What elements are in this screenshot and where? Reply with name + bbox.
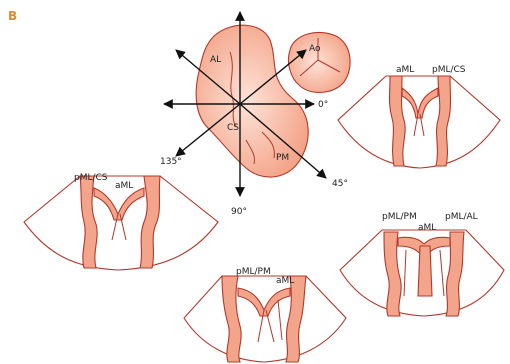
- label-bottom-right-mid: aML: [418, 223, 436, 233]
- label-top-right-left: aML: [396, 65, 414, 75]
- label-al: AL: [210, 55, 221, 65]
- echo-view-bottom-right: pML/PM aML pML/AL: [340, 212, 504, 316]
- label-bottom-center-left: pML/PM: [236, 267, 271, 277]
- sector-bottom-center: [184, 276, 346, 362]
- label-top-right-right: pML/CS: [432, 65, 466, 75]
- echo-view-bottom-center: pML/PM aML: [184, 267, 346, 362]
- label-ao: Ao: [309, 44, 321, 54]
- leaflet-mid-bottom-right: [418, 246, 432, 296]
- echo-view-top-right: aML pML/CS: [338, 65, 500, 168]
- label-angle-135: 135°: [160, 157, 182, 167]
- label-angle-0: 0°: [318, 100, 328, 110]
- label-left-right: aML: [115, 181, 133, 191]
- label-cs: CS: [227, 123, 239, 133]
- label-angle-90: 90°: [231, 207, 247, 217]
- panel-letter: B: [8, 9, 17, 23]
- central-valve-view: AL Ao CS PM 0° 45° 90° 135°: [160, 12, 350, 217]
- label-bottom-center-right: aML: [276, 276, 294, 286]
- label-angle-45: 45°: [332, 179, 348, 189]
- sector-top-right: [338, 76, 500, 168]
- echo-view-left: pML/CS aML: [24, 173, 218, 270]
- label-bottom-right-left: pML/PM: [382, 212, 417, 222]
- label-left-left: pML/CS: [74, 173, 108, 183]
- label-pm: PM: [276, 153, 289, 163]
- label-bottom-right-right: pML/AL: [445, 212, 478, 222]
- aortic-root: [288, 32, 350, 92]
